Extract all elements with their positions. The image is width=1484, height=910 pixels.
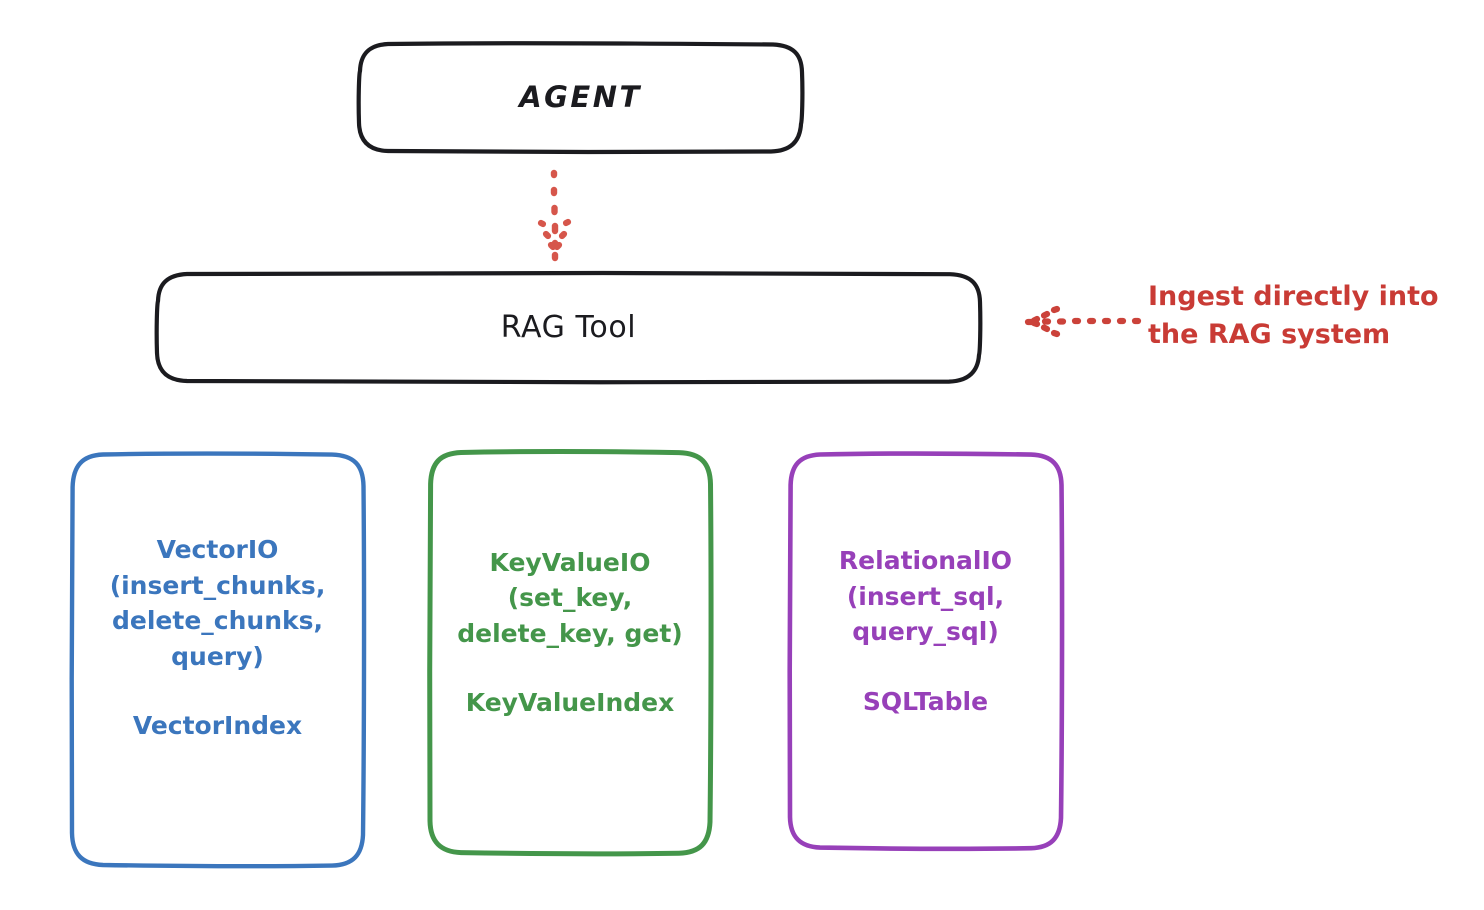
relational-io-node[interactable]: RelationalIO (insert_sql, query_sql) SQL… bbox=[787, 451, 1065, 852]
relational-io-node-label: RelationalIO (insert_sql, query_sql) bbox=[838, 546, 1013, 646]
relational-io-node-frame bbox=[787, 451, 1065, 852]
agent-node[interactable]: AGENT bbox=[356, 41, 805, 155]
agent-to-rag-tool-arrow bbox=[537, 169, 572, 262]
ingest-to-rag-tool-arrow bbox=[1024, 305, 1142, 338]
vector-io-node-secondary-label: VectorIndex bbox=[132, 711, 303, 741]
rag-tool-node-label: RAG Tool bbox=[500, 309, 637, 345]
key-value-io-node-secondary-label: KeyValueIndex bbox=[465, 688, 675, 717]
vector-io-node[interactable]: VectorIO (insert_chunks, delete_chunks, … bbox=[69, 451, 367, 869]
key-value-io-node-frame bbox=[427, 449, 714, 857]
ingest-annotation-text: Ingest directly into the RAG system bbox=[1148, 281, 1439, 350]
key-value-io-node[interactable]: KeyValueIO (set_key, delete_key, get) Ke… bbox=[427, 449, 714, 857]
key-value-io-node-label: KeyValueIO (set_key, delete_key, get) bbox=[457, 547, 683, 648]
agent-node-label: AGENT bbox=[519, 80, 642, 115]
rag-tool-node[interactable]: RAG Tool bbox=[154, 270, 983, 385]
vector-io-node-label: VectorIO (insert_chunks, delete_chunks, … bbox=[109, 535, 326, 671]
relational-io-node-secondary-label: SQLTable bbox=[862, 686, 989, 716]
